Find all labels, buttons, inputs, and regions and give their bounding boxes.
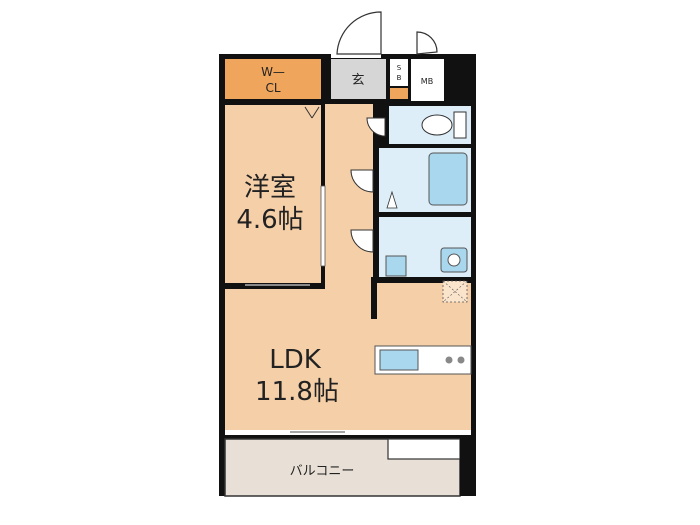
closet-door-mark — [311, 106, 320, 119]
western-room — [225, 105, 321, 283]
bath-door-mark — [386, 190, 398, 209]
shoe-box — [390, 59, 408, 86]
balcony-window — [225, 430, 471, 435]
walkin-closet-label-2: CL — [265, 81, 280, 95]
meter-box-door — [416, 31, 438, 55]
hallway — [325, 104, 373, 292]
toilet-icon — [421, 111, 467, 139]
partition-wall — [371, 277, 377, 319]
shoe-box-label-1: S — [397, 64, 402, 72]
washing-machine-icon — [440, 247, 468, 273]
toilet-door — [366, 117, 386, 137]
stove-burner-icon — [457, 356, 465, 364]
western-room-name: 洋室 — [244, 173, 296, 203]
meter-box — [411, 59, 444, 101]
shoe-box-lower — [390, 88, 408, 99]
walkin-closet — [225, 59, 321, 99]
meter-box-label: MB — [421, 77, 433, 86]
balcony-label: バルコニー — [290, 464, 355, 479]
sink-icon — [379, 349, 419, 371]
sliding-door — [320, 185, 326, 267]
shoe-box-label-2: B — [397, 74, 402, 82]
closet-door-mark — [304, 106, 313, 119]
bathtub-icon — [428, 152, 468, 206]
washbasin-icon — [385, 255, 407, 277]
stove-burner-icon — [445, 356, 453, 364]
ldk-size: 11.8帖 — [255, 377, 339, 407]
fridge-space-diagonal — [442, 280, 468, 303]
fridge-space-diagonal — [442, 280, 468, 303]
entrance-label: 玄 — [351, 73, 364, 88]
hall-door — [350, 169, 374, 193]
balcony-wall — [460, 435, 476, 496]
balcony-unit — [387, 438, 461, 460]
entrance-door — [331, 10, 382, 58]
walkin-closet-label-1: W— — [261, 65, 285, 79]
fridge-space — [442, 280, 468, 303]
washroom-door — [350, 229, 374, 253]
ldk-name: LDK — [269, 345, 322, 375]
entrance — [331, 59, 386, 99]
western-room-size: 4.6帖 — [236, 205, 303, 235]
